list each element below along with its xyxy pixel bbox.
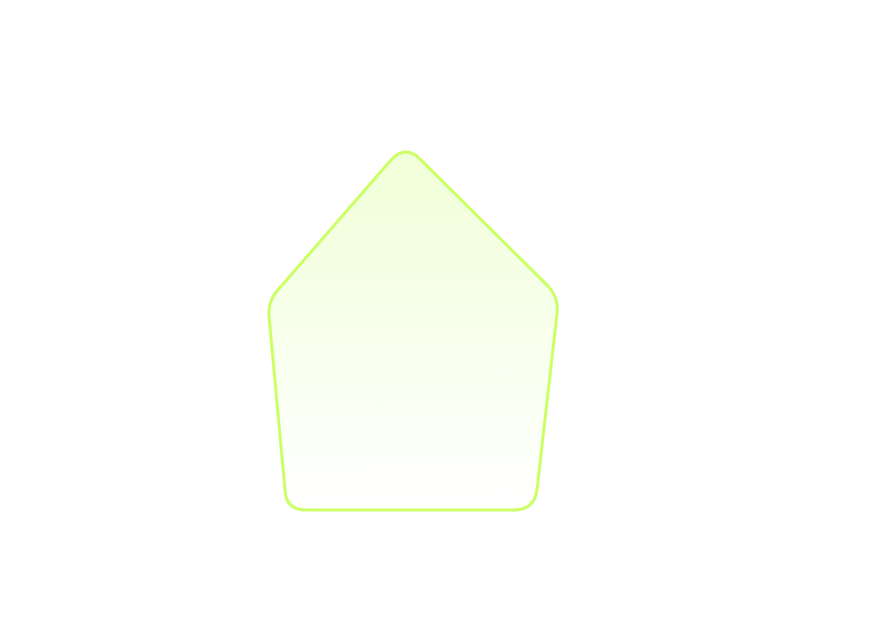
pentagon-shape[interactable] (267, 150, 559, 512)
